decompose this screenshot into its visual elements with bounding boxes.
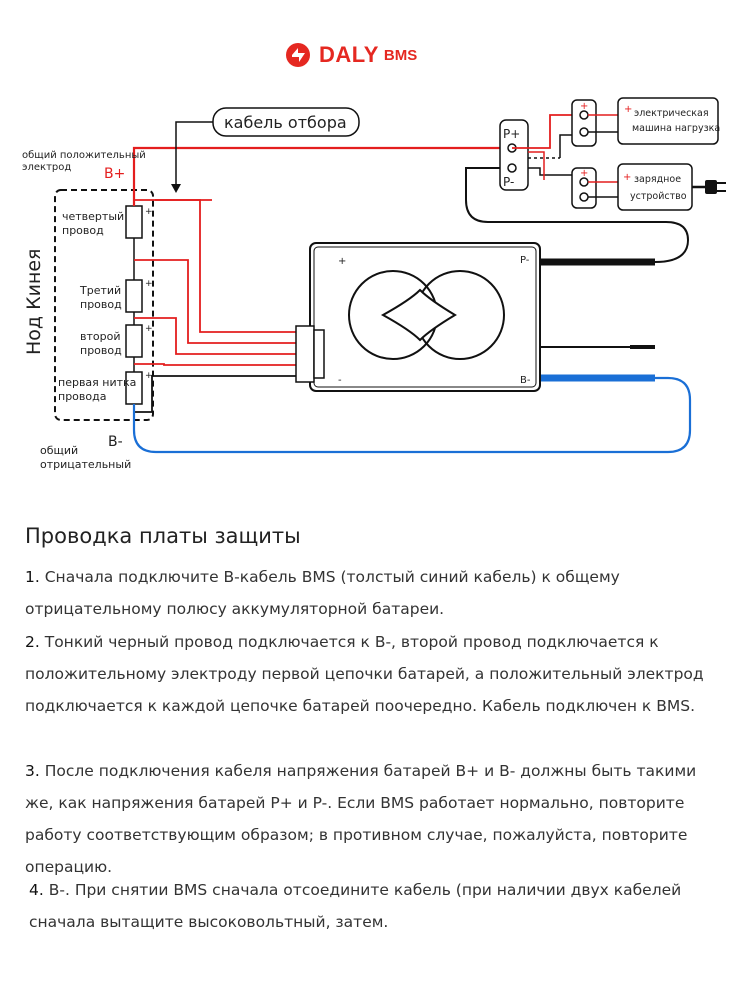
b-minus-wire [132, 376, 692, 454]
svg-text:+: + [624, 104, 632, 115]
b-plus-wire [132, 146, 500, 206]
p-minus-label: P- [503, 175, 514, 189]
step-1: 1. Сначала подключите B-кабель BMS (толс… [25, 561, 715, 625]
step-1-num: 1. [25, 568, 40, 586]
p-terminal-block [499, 119, 529, 191]
battery-group-box [54, 189, 154, 421]
cell-2-label-line1: второй [80, 330, 120, 343]
board-b-minus: B- [520, 375, 531, 386]
board-p-minus: P- [520, 255, 530, 266]
sampling-cable-label: кабель отбора [224, 113, 347, 132]
cell-4: четвертый провод + [62, 205, 153, 239]
bms-board: + - P- B- [295, 242, 541, 392]
step-4: 4. B-. При снятии BMS сначала отсоединит… [29, 874, 719, 938]
step-3-text: После подключения кабеля напряжения бата… [25, 762, 697, 876]
step-4-num: 4. [29, 881, 44, 899]
step-2-text: Тонкий черный провод подключается к B-, … [25, 633, 704, 715]
daly-logo-icon [286, 43, 310, 67]
logo-bms: BMS [383, 46, 418, 64]
cell-1-label-line2: провода [58, 390, 106, 403]
plug-icon [705, 180, 717, 194]
load-terminal [571, 99, 597, 147]
common-negative-line2: отрицательный [40, 458, 131, 471]
section-title: Проводка платы защиты [25, 524, 301, 548]
cell-3-label-line1: Третий [79, 284, 121, 297]
p-plus-label: P+ [503, 127, 520, 141]
common-positive-line1: общий положительный [22, 150, 146, 161]
cell-2-label-line2: провод [80, 344, 122, 357]
step-4-text: B-. При снятии BMS сначала отсоедините к… [29, 881, 682, 931]
svg-text:+: + [145, 279, 153, 289]
step-3: 3. После подключения кабеля напряжения б… [25, 755, 715, 883]
step-2: 2. Тонкий черный провод подключается к B… [25, 626, 715, 722]
daly-logo: DALY BMS [285, 42, 417, 68]
step-1-text: Сначала подключите B-кабель BMS (толстый… [25, 568, 620, 618]
wiring-diagram: Нод Кинея четвертый провод + Третий пров… [22, 97, 726, 471]
step-3-num: 3. [25, 762, 40, 780]
svg-text:+: + [338, 256, 346, 267]
b-plus-label: B+ [104, 166, 125, 182]
svg-text:+: + [580, 101, 588, 112]
cell-3: Третий провод + [79, 279, 153, 313]
load-label-line2: машина нагрузка [632, 123, 720, 134]
common-negative-line1: общий [40, 444, 78, 457]
charger-label-line1: зарядное [634, 174, 681, 185]
b-minus-label: B- [108, 434, 123, 450]
cell-3-label-line2: провод [80, 298, 122, 311]
logo-word: DALY [319, 42, 379, 67]
cell-2: второй провод + [80, 324, 153, 358]
cell-1-label-line1: первая нитка [58, 376, 136, 389]
step-2-num: 2. [25, 633, 40, 651]
svg-text:+: + [145, 324, 153, 334]
svg-text:+: + [145, 207, 153, 217]
svg-text:-: - [338, 375, 342, 386]
cell-1: первая нитка провода + [58, 371, 153, 405]
svg-text:+: + [145, 371, 153, 381]
common-positive-line2: электрод [22, 162, 71, 173]
battery-group-label: Нод Кинея [23, 249, 45, 355]
svg-text:+: + [623, 172, 631, 183]
cell-4-label-line1: четвертый [62, 210, 124, 223]
svg-text:+: + [580, 168, 588, 179]
charger-terminal [571, 167, 597, 209]
charger-box [617, 163, 693, 211]
load-label-line1: электрическая [634, 108, 709, 119]
load-box [617, 97, 719, 145]
cell-4-label-line2: провод [62, 224, 104, 237]
charger-label-line2: устройство [630, 191, 687, 202]
